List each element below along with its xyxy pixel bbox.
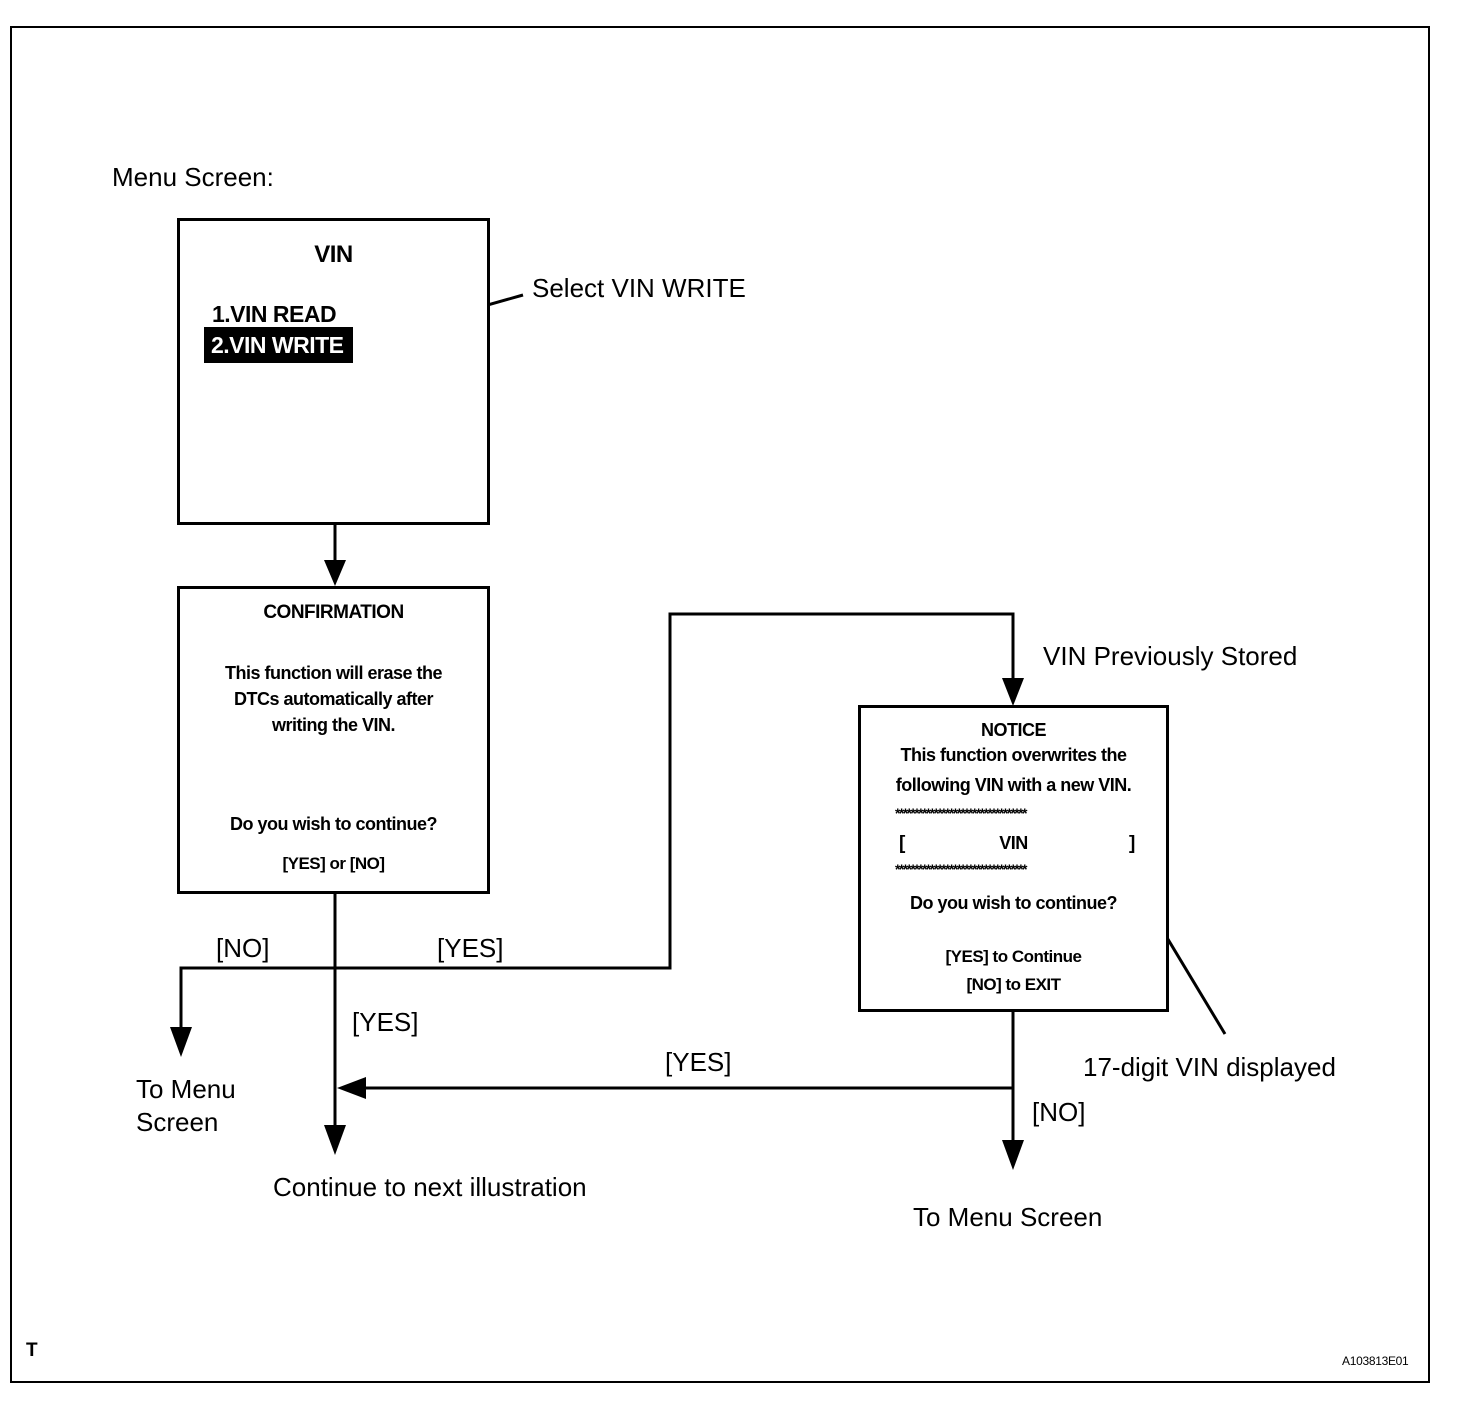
- to-menu-screen-left-line-1: To Menu: [136, 1074, 236, 1104]
- notice-option-no: [NO] to EXIT: [966, 975, 1061, 994]
- yes-branch-mid-label: [YES]: [352, 1007, 419, 1037]
- corner-mark: T: [26, 1340, 38, 1361]
- no-branch-left-label: [NO]: [216, 933, 270, 963]
- confirmation-line-2: DTCs automatically after: [233, 689, 434, 709]
- to-menu-screen-right: To Menu Screen: [913, 1202, 1103, 1232]
- menu-item-vin-read[interactable]: 1.VIN READ: [212, 301, 337, 327]
- menu-item-vin-write-highlight: 2.VIN WRITE: [204, 327, 353, 363]
- notice-line-1: This function overwrites the: [900, 745, 1127, 765]
- confirmation-line-3: writing the VIN.: [271, 715, 396, 735]
- notice-vin-value: VIN: [999, 833, 1028, 853]
- confirmation-line-1: This function will erase the: [224, 663, 443, 683]
- vin-menu-screen: VIN 1.VIN READ 2.VIN WRITE: [177, 218, 490, 525]
- arrowhead-yes-left: [337, 1077, 366, 1099]
- arrowhead-notice: [1002, 678, 1024, 706]
- arrowhead-to-menu-left: [170, 1027, 192, 1057]
- notice-question: Do you wish to continue?: [910, 893, 1118, 913]
- notice-title: NOTICE: [980, 720, 1047, 740]
- vin-previously-stored-label: VIN Previously Stored: [1043, 641, 1298, 671]
- menu-screen-label: Menu Screen:: [112, 162, 274, 192]
- arrowhead-to-menu-right: [1002, 1140, 1024, 1170]
- figure-frame: [10, 26, 1430, 1383]
- yes-branch-top-label: [YES]: [437, 933, 504, 963]
- notice-stars-top: **********************************: [895, 806, 1027, 820]
- continue-next-illustration: Continue to next illustration: [273, 1172, 587, 1202]
- confirmation-screen: CONFIRMATION This function will erase th…: [177, 586, 490, 894]
- confirmation-options: [YES] or [NO]: [282, 854, 385, 873]
- notice-line-2: following VIN with a new VIN.: [895, 775, 1132, 795]
- select-vin-write-callout: Select VIN WRITE: [532, 273, 746, 303]
- to-menu-screen-left-line-2: Screen: [136, 1107, 219, 1137]
- yes-branch-bottom-label: [YES]: [665, 1047, 732, 1077]
- confirmation-question: Do you wish to continue?: [230, 814, 438, 834]
- notice-screen: NOTICE This function overwrites the foll…: [858, 705, 1169, 1012]
- vin-screen-title: VIN: [314, 241, 353, 268]
- confirmation-title: CONFIRMATION: [263, 602, 404, 623]
- notice-option-yes: [YES] to Continue: [945, 947, 1082, 966]
- arrowhead-continue: [324, 1125, 346, 1155]
- no-branch-right-label: [NO]: [1032, 1097, 1086, 1127]
- notice-stars-bottom: **********************************: [895, 862, 1027, 876]
- figure-id: A103813E01: [1342, 1354, 1409, 1368]
- seventeen-digit-callout: 17-digit VIN displayed: [1083, 1052, 1336, 1082]
- notice-bracket-right: ]: [1129, 833, 1135, 854]
- notice-bracket-left: [: [899, 833, 905, 854]
- arrowhead-confirmation: [324, 560, 346, 586]
- menu-item-vin-write[interactable]: 2.VIN WRITE: [204, 327, 353, 363]
